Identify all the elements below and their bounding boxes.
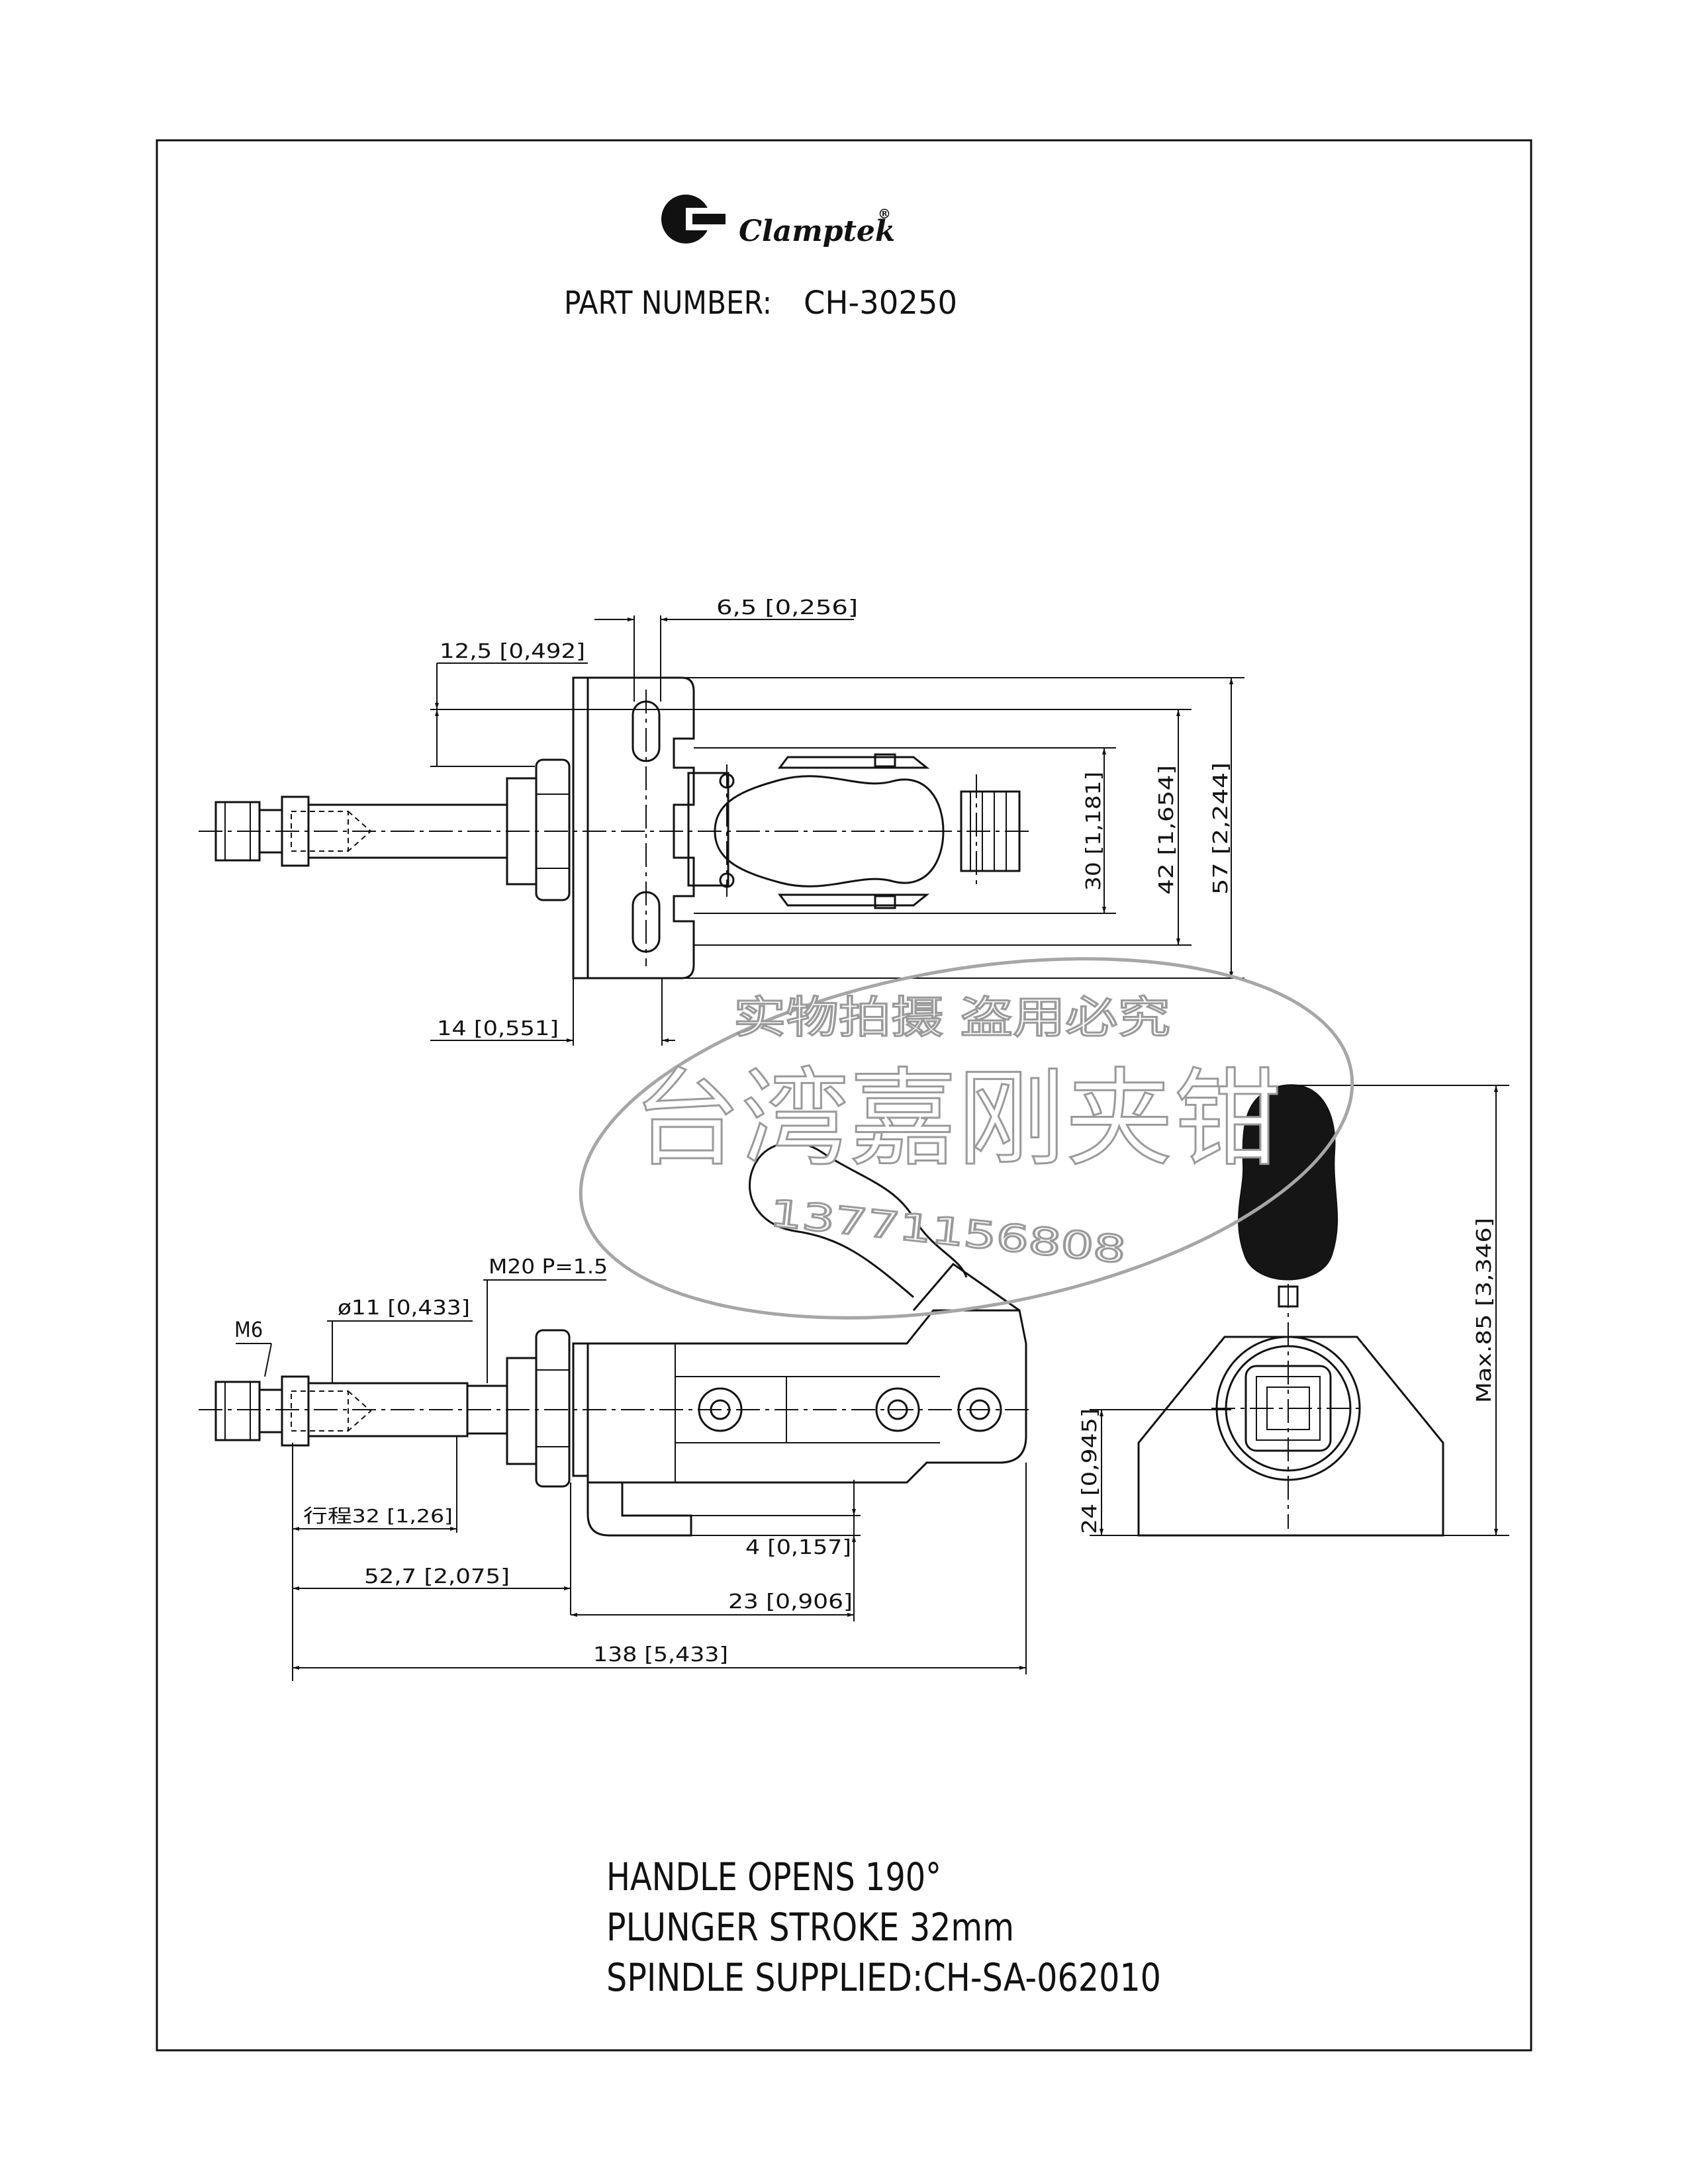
note-line: SPINDLE SUPPLIED:CH-SA-062010 — [606, 1955, 1161, 2000]
drawing-border — [156, 139, 1532, 2052]
dim-stroke: 行程32 [1,26] — [303, 1505, 453, 1527]
watermark-line1: 实物拍摄 盗用必究 — [733, 992, 1170, 1043]
dim-thread: M20 P=1.5 — [489, 1255, 608, 1279]
note-line: PLUNGER STROKE 32mm — [606, 1905, 1014, 1950]
side-view: M6 M20 P=1.5 ø11 [0,433] 行程32 [1,26] 52,… — [199, 1142, 1033, 1681]
top-view: 6,5 [0,256] 12,5 [0,492] 14 [0,551] 30 [… — [199, 596, 1244, 1046]
dim-57: 57 [2,244] — [1209, 762, 1233, 895]
registered-mark: ® — [878, 206, 891, 222]
dim-23: 23 [0,906] — [728, 1590, 853, 1614]
dim-dia: ø11 [0,433] — [338, 1297, 470, 1320]
brand-name: Clamptek — [739, 214, 895, 248]
watermark-phone: 13771156808 — [768, 1192, 1128, 1272]
dim-6-5: 6,5 [0,256] — [716, 596, 858, 619]
dim-4: 4 [0,157] — [745, 1536, 851, 1559]
part-number-value: CH-30250 — [804, 285, 957, 322]
dim-52-7: 52,7 [2,075] — [364, 1565, 510, 1588]
note-line: HANDLE OPENS 190° — [606, 1854, 941, 1899]
dim-m6: M6 — [234, 1317, 263, 1342]
dim-12-5: 12,5 [0,492] — [440, 640, 585, 663]
brand-header: Clamptek ® — [661, 195, 895, 248]
watermark-line2: 台湾嘉刚夹钳 — [633, 1057, 1282, 1181]
dim-14: 14 [0,551] — [437, 1017, 559, 1040]
dim-24: 24 [0,945] — [1078, 1408, 1102, 1534]
dim-138: 138 [5,433] — [593, 1643, 728, 1666]
dim-30: 30 [1,181] — [1082, 772, 1105, 891]
notes: HANDLE OPENS 190° PLUNGER STROKE 32mm SP… — [606, 1854, 1161, 2000]
dim-max85: Max.85 [3,346] — [1473, 1218, 1496, 1403]
watermark: 实物拍摄 盗用必究 台湾嘉刚夹钳 13771156808 — [579, 957, 1354, 1320]
end-view: 24 [0,945] Max.85 [3,346] — [1078, 1084, 1509, 1537]
part-number-label: PART NUMBER: — [564, 285, 772, 322]
dim-42: 42 [1,654] — [1155, 765, 1178, 895]
c-clamp-logo-icon — [661, 195, 726, 244]
